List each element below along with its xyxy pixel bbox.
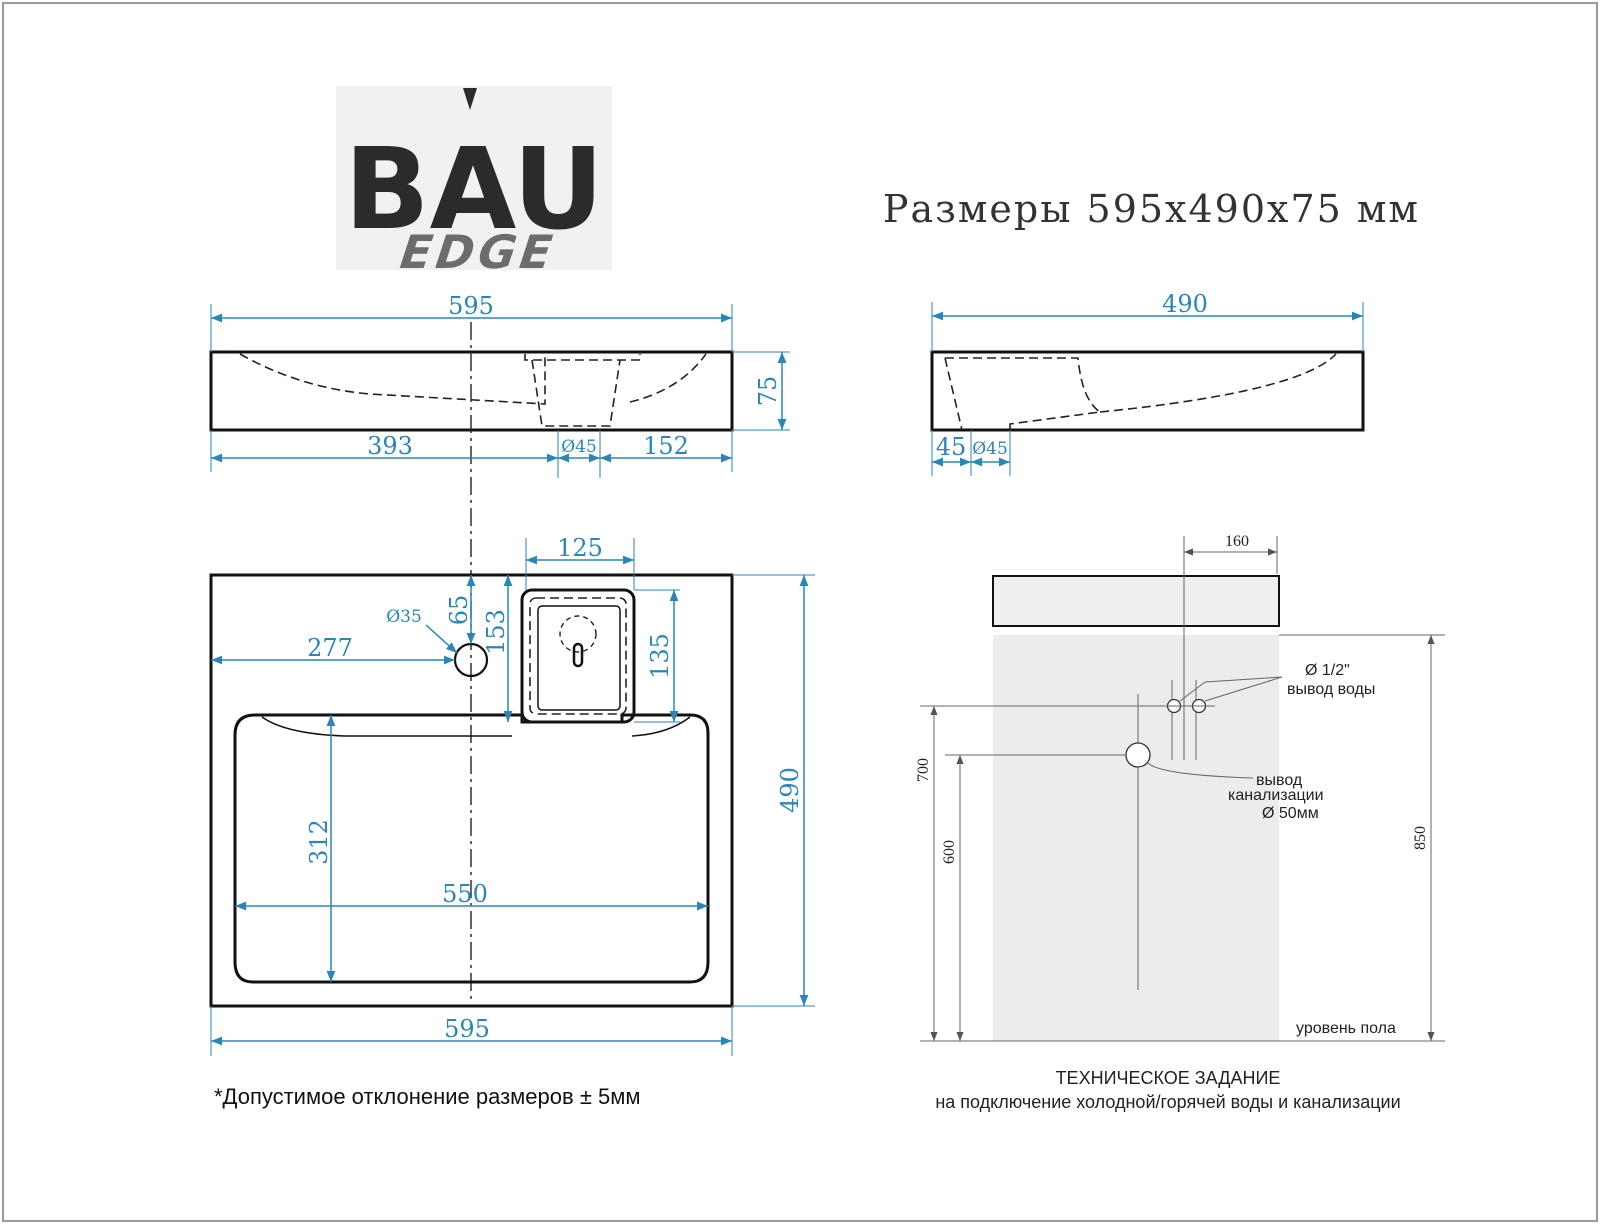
drain-outlet-label-2: канализации [1228,787,1324,804]
dim-tap-hole-offset: 277 [307,634,353,662]
dim-offset-160: 160 [1225,533,1249,550]
dim-tap-hole-depth: 65 [445,595,473,626]
dim-width-top: 595 [448,292,494,320]
dim-total-width: 595 [444,1015,490,1043]
side-view: 490 45 Ø45 [930,290,1365,476]
drain-pipe-icon [1125,742,1151,768]
dim-bowl-width: 550 [442,880,488,908]
dim-height-700: 700 [915,758,932,782]
dim-height: 75 [754,376,782,407]
floor-level-label: уровень пола [1296,1020,1396,1037]
dim-depth-side: 490 [1162,290,1208,318]
logo-drop-icon [463,88,477,110]
dim-left-offset: 393 [367,432,413,460]
front-view: 595 75 393 Ø45 152 [209,292,790,1002]
water-outlet-label: вывод воды [1287,681,1375,698]
dim-height-600: 600 [941,840,958,864]
tech-heading: ТЕХНИЧЕСКОЕ ЗАДАНИЕ [1056,1068,1281,1088]
logo-sub-text: EDGE [392,226,564,280]
brand-logo: BAU EDGE [336,86,612,280]
dim-tap-inner-height: 135 [646,633,674,679]
dim-total-depth: 490 [776,767,804,813]
basin-block [992,575,1280,627]
water-pipe-size: Ø 1/2" [1305,662,1350,679]
wall-area [993,635,1279,1041]
dim-bowl-depth: 312 [305,819,333,865]
top-view: 125 Ø35 65 153 135 277 312 550 490 [209,534,815,1056]
drain-outlet-label: вывод [1256,772,1303,789]
dim-height-850: 850 [1412,826,1429,850]
dim-right-offset: 152 [643,432,689,460]
dim-tap-hole: Ø35 [386,607,422,627]
logo-main-text: BAU [344,125,604,255]
dim-tap-width: 125 [557,534,603,562]
drain-slot-icon [572,642,584,668]
tech-subheading: на подключение холодной/горячей воды и к… [935,1092,1400,1112]
page-title: Размеры 595x490x75 мм [883,187,1420,231]
dim-drain-side: Ø45 [972,439,1008,459]
dim-drain-front: Ø45 [561,437,597,457]
dim-edge-offset: 45 [936,433,967,461]
tolerance-note: *Допустимое отклонение размеров ± 5мм [214,1084,641,1109]
drain-size: Ø 50мм [1262,805,1319,822]
dim-tap-block-height: 153 [482,609,510,655]
tech-spec: 160 Ø 1/2" вывод воды вывод канализации … [915,533,1445,1112]
